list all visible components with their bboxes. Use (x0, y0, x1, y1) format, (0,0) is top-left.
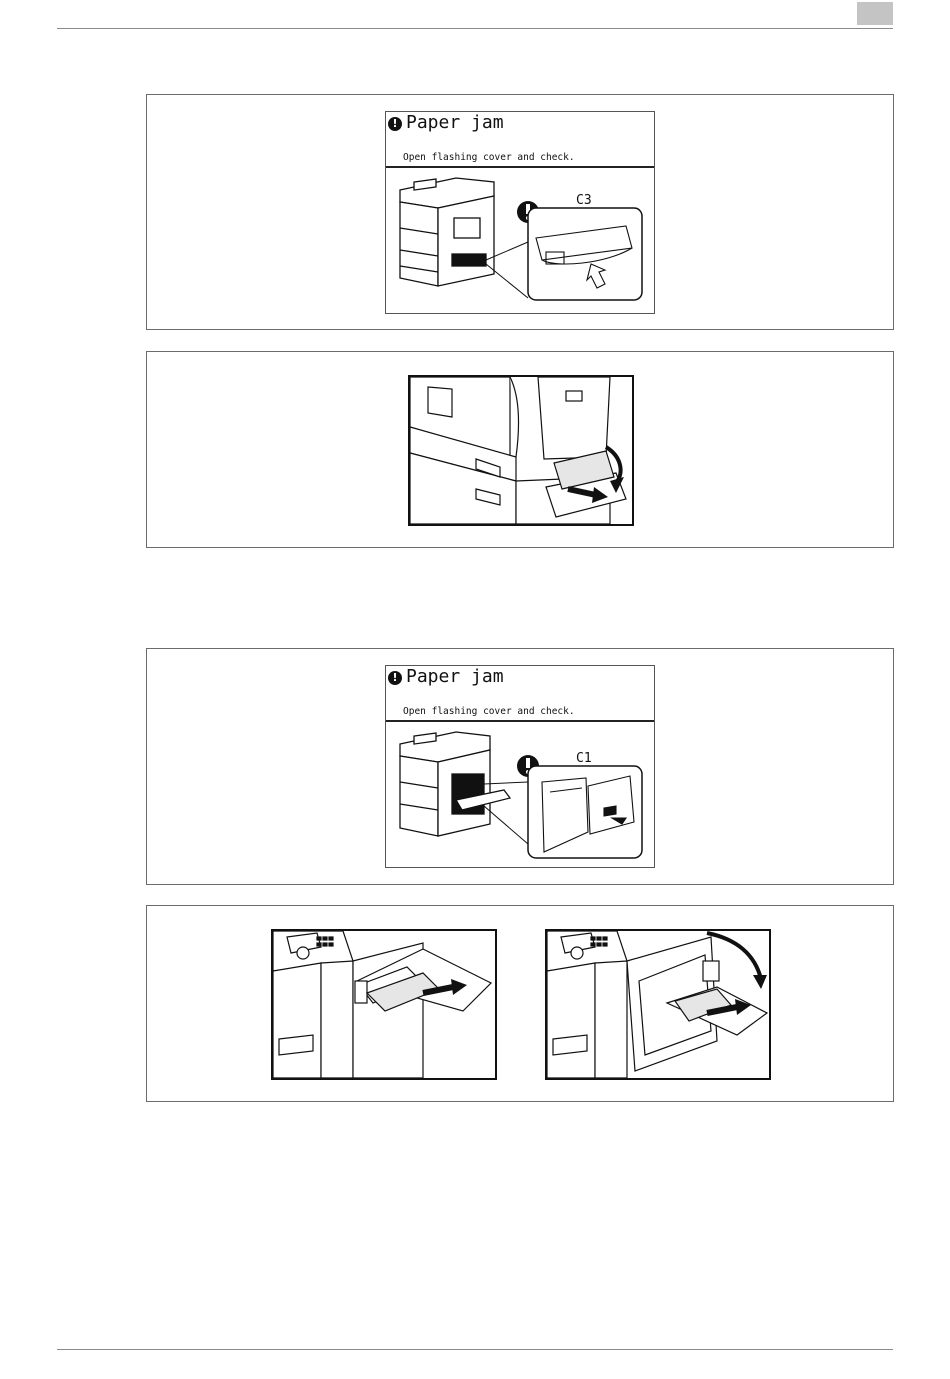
location-label: C1 (576, 751, 592, 766)
exclamation-icon: ! (388, 117, 402, 131)
tray-jam-illustration (408, 375, 634, 526)
printer-diagram-c3: C3 (386, 168, 654, 313)
screen-title: Paper jam (406, 666, 504, 687)
side-cover-illustration (545, 929, 771, 1080)
step-frame-4 (146, 905, 894, 1102)
paper-jam-screen-c3: ! Paper jam Open flashing cover and chec… (385, 111, 655, 314)
screen-message: Open flashing cover and check. (403, 152, 575, 163)
screen-title: Paper jam (406, 112, 504, 133)
bypass-tray-illustration (271, 929, 497, 1080)
chapter-tab (857, 2, 893, 25)
paper-jam-screen-c1: ! Paper jam Open flashing cover and chec… (385, 665, 655, 868)
footer-rule (57, 1349, 893, 1350)
exclamation-icon: ! (388, 671, 402, 685)
screen-header: ! Paper jam Open flashing cover and chec… (386, 112, 654, 168)
screen-message: Open flashing cover and check. (403, 706, 575, 717)
location-label: C3 (576, 193, 592, 208)
printer-diagram-c1: C1 (386, 722, 654, 867)
screen-header: ! Paper jam Open flashing cover and chec… (386, 666, 654, 722)
header-rule (57, 28, 893, 29)
